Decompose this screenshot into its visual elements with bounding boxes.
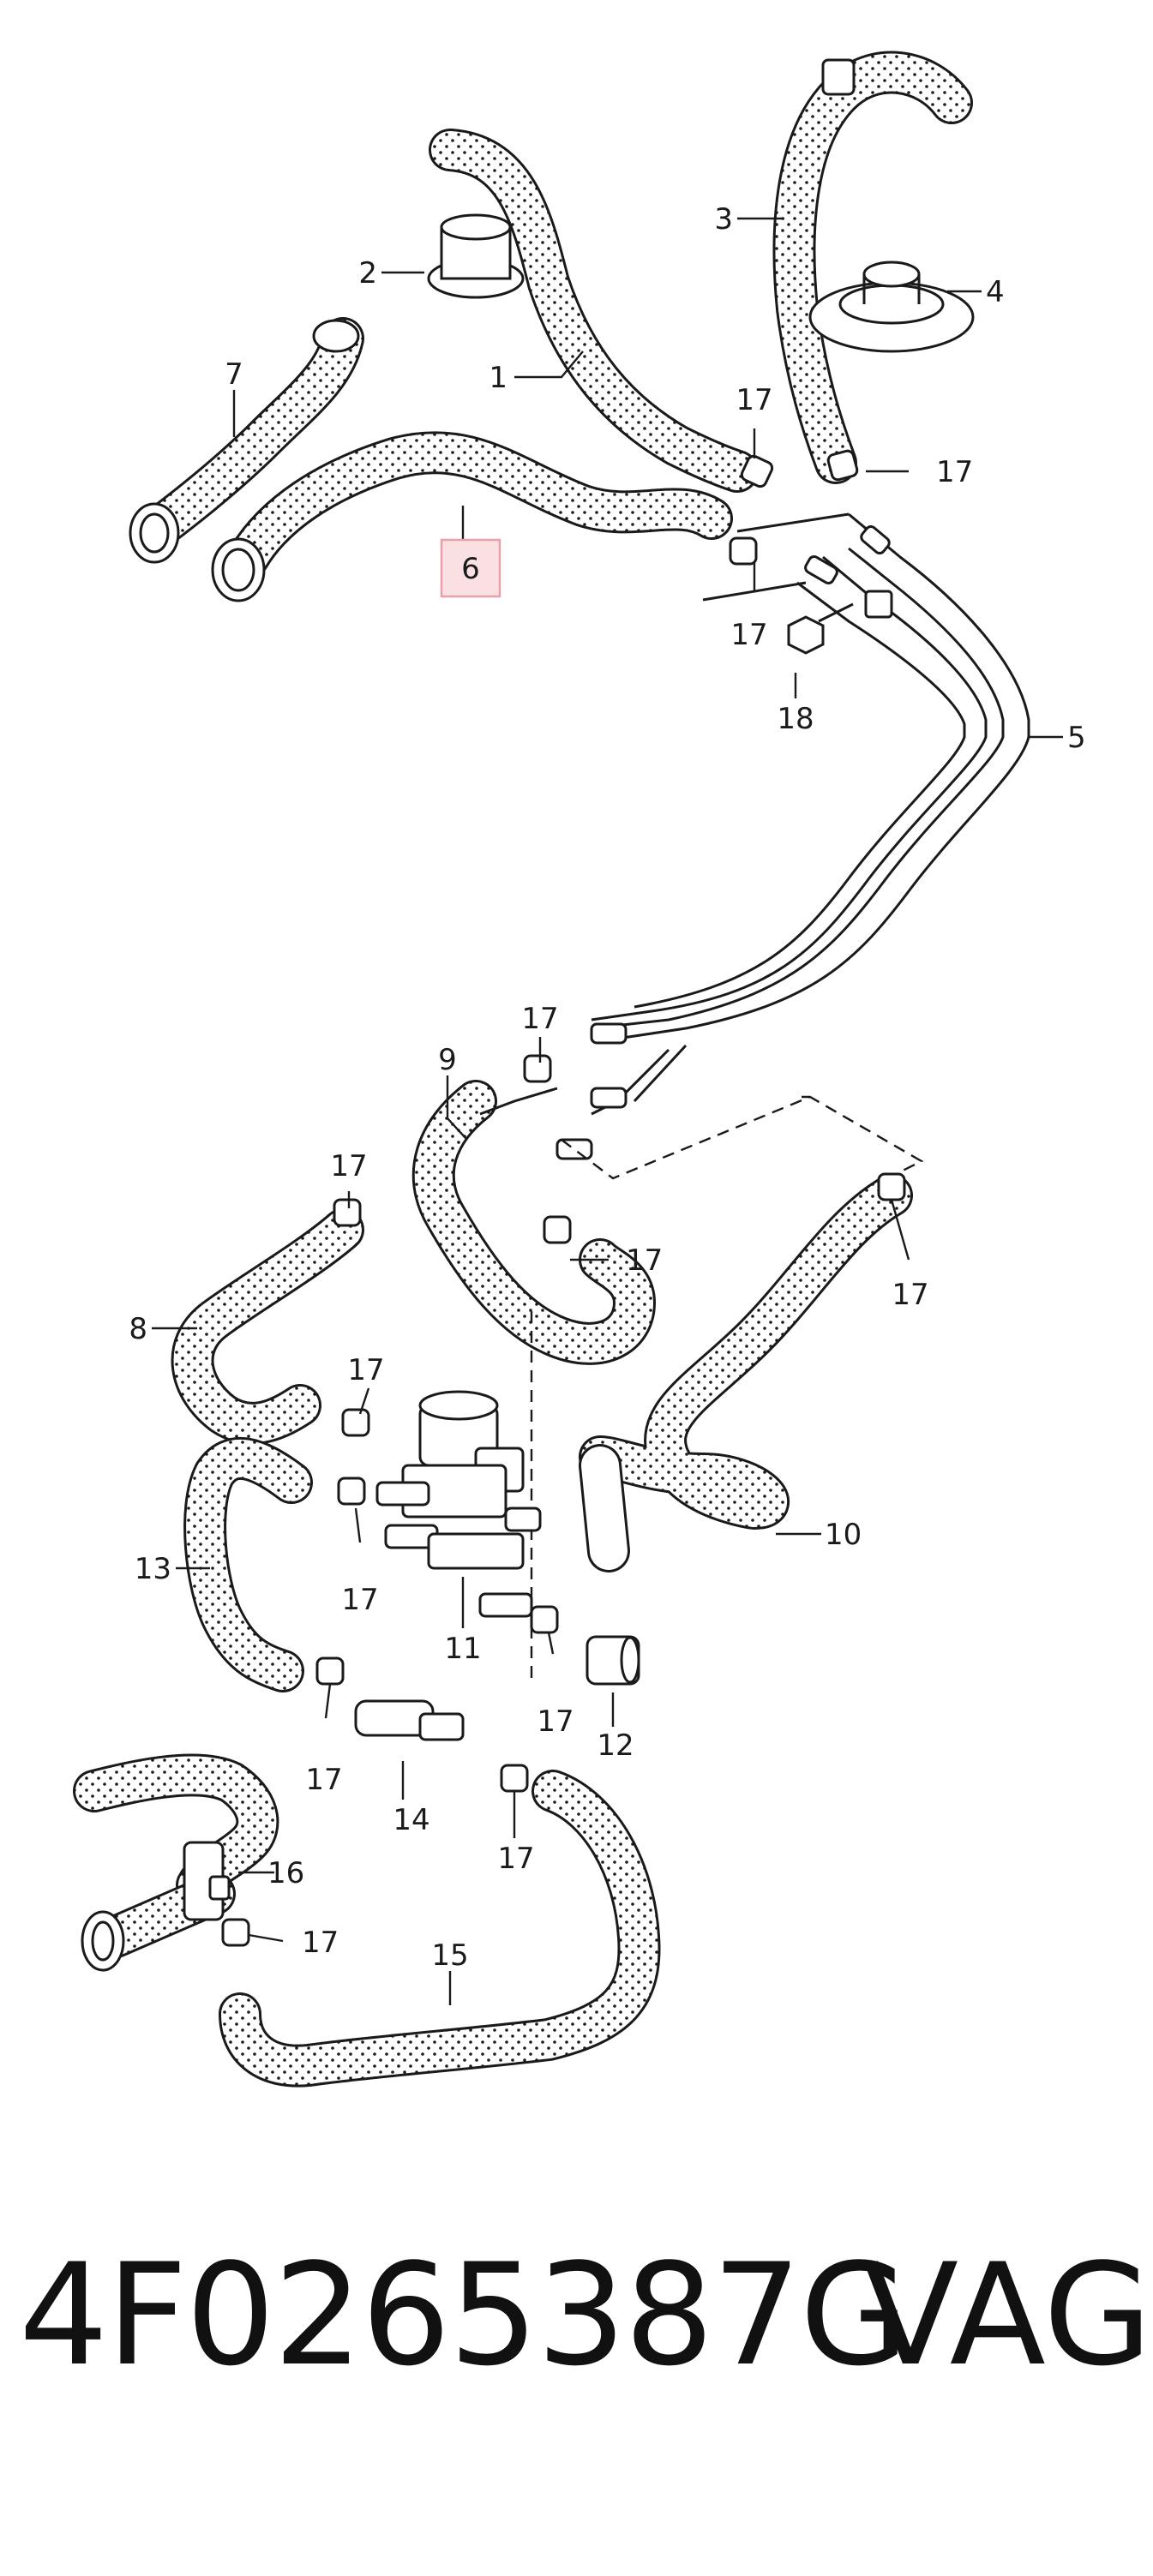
callout-14[interactable]: 14 — [393, 1803, 429, 1837]
callout-17[interactable]: 17 — [341, 1583, 378, 1617]
connector-12[interactable] — [586, 1635, 640, 1686]
clamp-17[interactable] — [221, 449, 906, 1947]
grommet-4[interactable] — [808, 261, 975, 353]
callout-16[interactable]: 16 — [267, 1856, 304, 1890]
callout-9[interactable]: 9 — [438, 1043, 457, 1077]
grommet-2[interactable] — [427, 213, 525, 299]
callout-2[interactable]: 2 — [358, 256, 377, 291]
leader-lines — [152, 217, 1063, 2005]
callout-7[interactable]: 7 — [225, 357, 243, 392]
callout-17[interactable]: 17 — [626, 1243, 663, 1278]
parts-diagram: 1 2 3 4 5 6 7 8 9 10 11 12 13 14 15 16 1… — [73, 51, 1086, 2088]
callout-11[interactable]: 11 — [444, 1632, 481, 1666]
hose-13[interactable] — [183, 1437, 313, 1692]
callout-17[interactable]: 17 — [537, 1704, 573, 1739]
callout-6[interactable]: 6 — [461, 552, 480, 586]
callout-18[interactable]: 18 — [777, 702, 814, 736]
callout-17[interactable]: 17 — [521, 1002, 558, 1036]
hose-9[interactable] — [411, 1080, 656, 1365]
callout-17[interactable]: 17 — [347, 1353, 384, 1387]
hose-1[interactable] — [429, 129, 759, 493]
callout-17[interactable]: 17 — [730, 618, 767, 652]
connector-14[interactable] — [354, 1699, 465, 1741]
callout-17[interactable]: 17 — [302, 1926, 339, 1960]
callout-4[interactable]: 4 — [986, 275, 1005, 309]
hose-3[interactable] — [772, 51, 973, 484]
callout-5[interactable]: 5 — [1067, 721, 1086, 755]
part-number: 4F0265387G — [19, 2233, 909, 2397]
callout-10[interactable]: 10 — [825, 1518, 862, 1552]
callout-15[interactable]: 15 — [431, 1938, 468, 1973]
callout-17[interactable]: 17 — [305, 1763, 342, 1797]
hose-15[interactable] — [219, 1770, 661, 2088]
callout-1[interactable]: 1 — [489, 361, 507, 395]
pipe-assembly-5[interactable] — [555, 512, 1030, 1160]
hose-7[interactable] — [129, 317, 364, 564]
callout-17[interactable]: 17 — [736, 383, 772, 417]
highlight-box-6 — [440, 538, 501, 598]
hose-8[interactable] — [171, 1208, 364, 1445]
callout-17[interactable]: 17 — [330, 1149, 367, 1183]
callout-17[interactable]: 17 — [497, 1842, 534, 1876]
hose-6[interactable] — [211, 431, 733, 602]
hose-10[interactable] — [579, 1174, 913, 1573]
hose-16[interactable] — [73, 1753, 279, 1972]
callout-3[interactable]: 3 — [714, 202, 733, 237]
valve-11[interactable] — [375, 1390, 542, 1618]
brand-name: VAG — [862, 2233, 1153, 2397]
callout-13[interactable]: 13 — [135, 1552, 171, 1586]
bolt-18[interactable] — [787, 602, 854, 655]
callout-8[interactable]: 8 — [129, 1312, 147, 1346]
callout-12[interactable]: 12 — [597, 1728, 634, 1763]
callout-17[interactable]: 17 — [892, 1278, 928, 1312]
callout-17[interactable]: 17 — [936, 455, 973, 489]
